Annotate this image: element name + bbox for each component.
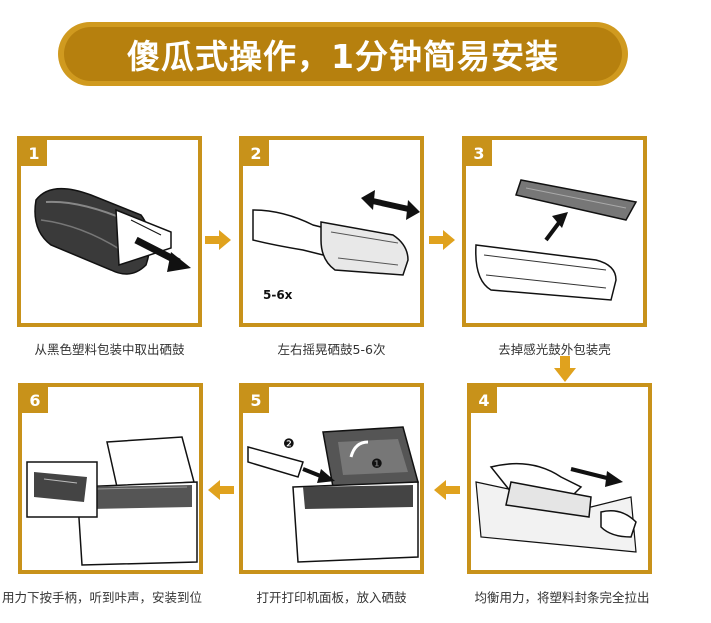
step-2-caption: 左右摇晃硒鼓5-6次 xyxy=(277,342,386,357)
step-2-panel: 2 5-6x xyxy=(239,136,424,327)
marker-2: ❷ xyxy=(283,437,295,452)
title-banner-inner xyxy=(64,27,622,81)
step-5-number: 5 xyxy=(243,387,269,413)
step-4-illustration xyxy=(475,462,637,553)
arrow-right-icon xyxy=(205,230,231,250)
step-3-caption: 去掉感光鼓外包装壳 xyxy=(498,342,611,357)
step-4-caption: 均衡用力，将塑料封条完全拉出 xyxy=(474,590,650,605)
step-6-panel: 6 xyxy=(18,383,203,574)
arrow-right-icon xyxy=(429,230,455,250)
step-1-number: 1 xyxy=(21,140,47,166)
arrow-down-icon xyxy=(554,356,576,382)
step-1-caption: 从黑色塑料包装中取出硒鼓 xyxy=(34,342,185,357)
step-5-caption: 打开打印机面板，放入硒鼓 xyxy=(256,590,407,605)
step-2-illustration xyxy=(252,190,420,276)
marker-1: ❶ xyxy=(371,457,383,472)
step-6-illustration xyxy=(26,436,198,566)
step-4-panel: 4 xyxy=(467,383,652,574)
step-5-illustration xyxy=(247,426,419,563)
title-banner: 傻瓜式操作，1分钟简易安装 xyxy=(58,22,628,86)
step-1-illustration xyxy=(34,187,191,275)
step-3-number: 3 xyxy=(466,140,492,166)
step-5-panel: 5 ❷ ❶ xyxy=(239,383,424,574)
step-6-number: 6 xyxy=(22,387,48,413)
step-6-caption: 用力下按手柄，听到咔声，安装到位 xyxy=(2,590,203,605)
shake-count-label: 5-6x xyxy=(263,288,293,302)
arrow-left-icon xyxy=(208,480,234,500)
page-title: 傻瓜式操作，1分钟简易安装 xyxy=(127,37,559,76)
step-2-number: 2 xyxy=(243,140,269,166)
arrow-left-icon xyxy=(434,480,460,500)
step-4-number: 4 xyxy=(471,387,497,413)
step-3-panel: 3 xyxy=(462,136,647,327)
step-3-illustration xyxy=(475,179,638,301)
step-1-panel: 1 xyxy=(17,136,202,327)
